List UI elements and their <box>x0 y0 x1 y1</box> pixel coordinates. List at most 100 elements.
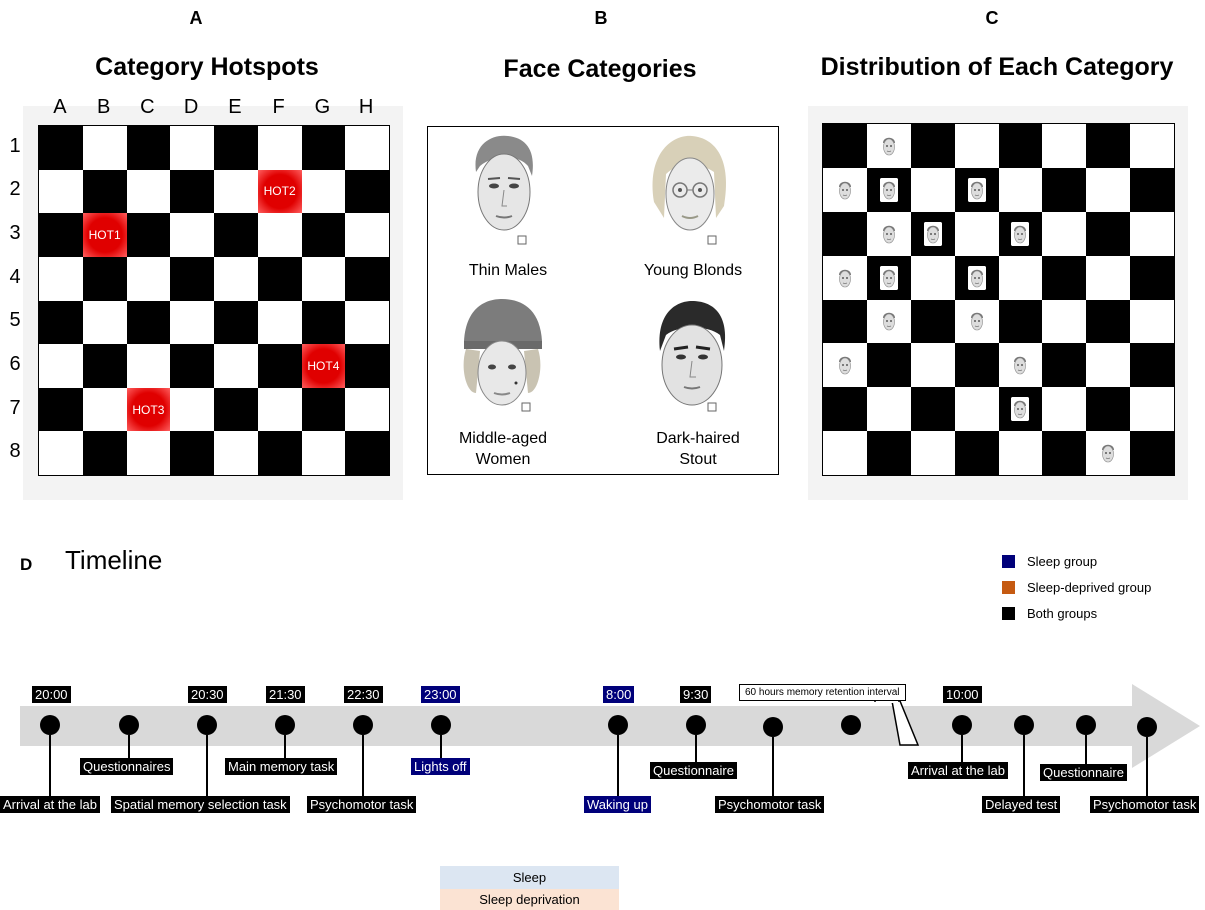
dark-haired-stout-text: Dark-haired Stout <box>656 430 740 468</box>
row-label-6: 6 <box>9 352 21 375</box>
face-thumbnail-icon <box>879 265 898 290</box>
time-label-2000: 20:00 <box>32 686 71 703</box>
hotspot-board-cell <box>345 256 389 301</box>
distribution-board-cell <box>1130 124 1174 168</box>
distribution-board-cell <box>866 255 911 300</box>
stem-lights-off <box>440 735 442 760</box>
hotspot-board-cell: HOT4 <box>301 344 346 388</box>
hotspot-board-cell <box>257 300 302 345</box>
legend-swatch-both <box>1002 607 1015 620</box>
panel-a-title: Category Hotspots <box>95 53 319 81</box>
hotspot-board-cell <box>39 169 83 214</box>
time-label-1000: 10:00 <box>943 686 982 703</box>
timeline-dot-8 <box>686 715 706 735</box>
stem-main-memory <box>284 735 286 760</box>
distribution-board-cell <box>954 167 999 212</box>
distribution-board-cell <box>866 124 911 168</box>
event-arrival-at-lab-2: Arrival at the lab <box>908 762 1008 779</box>
face-thumbnail-icon <box>967 265 986 290</box>
hotspot-board-cell <box>170 431 214 475</box>
hotspot-board-cell <box>82 300 127 345</box>
distribution-board-cell <box>1086 167 1131 212</box>
face-thumbnail-icon <box>835 265 854 290</box>
distribution-board-cell <box>1042 211 1087 256</box>
distribution-board-cell <box>1130 343 1174 388</box>
hotspot-board-cell <box>82 431 127 475</box>
middle-aged-women-text: Middle-aged Women <box>458 430 548 468</box>
distribution-board-cell <box>823 431 867 475</box>
hotspot-board-cell <box>39 300 83 345</box>
row-label-2: 2 <box>9 178 21 201</box>
hotspot-board-cell <box>39 213 83 257</box>
stem-psychomotor-1 <box>362 735 364 797</box>
distribution-board-cell <box>823 299 867 344</box>
distribution-board-cell <box>954 387 999 432</box>
hotspot-board-cell <box>126 256 171 301</box>
face-thumbnail-icon <box>879 177 898 202</box>
hotspot-board-cell <box>170 387 214 432</box>
category-label-young-blonds: Young Blonds <box>633 260 753 281</box>
hotspot-board-cell <box>126 300 171 345</box>
event-questionnaire-3: Questionnaire <box>1040 764 1127 781</box>
legend-swatch-sleep-deprived <box>1002 581 1015 594</box>
distribution-board-cell <box>866 167 911 212</box>
distribution-board-cell <box>1130 211 1174 256</box>
hotspot-board-cell <box>170 256 214 301</box>
event-waking-up: Waking up <box>584 796 651 813</box>
event-spatial-memory-selection: Spatial memory selection task <box>111 796 290 813</box>
distribution-board-cell <box>1086 431 1131 475</box>
hotspot-board-cell <box>39 344 83 388</box>
event-delayed-test: Delayed test <box>982 796 1061 813</box>
face-thumbnail-icon <box>879 309 898 334</box>
hotspot-board-cell: HOT1 <box>82 213 127 257</box>
event-psychomotor-task-1: Psychomotor task <box>307 796 417 813</box>
timeline-dot-6 <box>431 715 451 735</box>
row-label-5: 5 <box>9 309 21 332</box>
face-thumbnail-icon <box>967 177 986 202</box>
hotspot-board-cell <box>126 169 171 214</box>
legend-label-sleep-deprived: Sleep-deprived group <box>1027 580 1152 595</box>
distribution-board-cell <box>1042 431 1087 475</box>
distribution-board-cell <box>1130 255 1174 300</box>
sleep-deprivation-condition-bar: Sleep deprivation <box>440 889 619 910</box>
distribution-board-cell <box>1042 124 1087 168</box>
distribution-board-cell <box>823 167 867 212</box>
hotspot-board-cell <box>301 213 346 257</box>
distribution-board-cell <box>1042 299 1087 344</box>
legend-label-both: Both groups <box>1027 606 1098 621</box>
hotspot-board-cell <box>257 344 302 388</box>
hotspot-board-cell <box>301 169 346 214</box>
distribution-board-cell <box>998 255 1043 300</box>
time-label-2230: 22:30 <box>344 686 383 703</box>
hotspot-board-cell <box>170 300 214 345</box>
event-psychomotor-task-2: Psychomotor task <box>715 796 825 813</box>
hotspot-4: HOT4 <box>301 344 346 388</box>
column-label-a: A <box>53 96 67 118</box>
distribution-board-cell <box>1130 299 1174 344</box>
hotspot-board-cell <box>301 300 346 345</box>
hotspot-board-cell <box>82 256 127 301</box>
distribution-board-cell <box>998 431 1043 475</box>
timeline-dot-2 <box>119 715 139 735</box>
distribution-board-cell <box>1042 255 1087 300</box>
thin-males-text: Thin Males <box>468 262 548 279</box>
hotspot-board-cell <box>82 344 127 388</box>
timeline-dot-7 <box>608 715 628 735</box>
hotspot-board-cell <box>82 169 127 214</box>
distribution-board-cell <box>823 387 867 432</box>
face-thumbnail-icon <box>1099 441 1118 466</box>
time-label-2300: 23:00 <box>421 686 460 703</box>
panel-b-title: Face Categories <box>503 55 697 83</box>
timeline-dot-3 <box>197 715 217 735</box>
distribution-board <box>822 123 1175 476</box>
category-label-thin-males: Thin Males <box>448 260 568 281</box>
event-psychomotor-task-3: Psychomotor task <box>1090 796 1200 813</box>
young-blond-face <box>652 135 727 245</box>
face-thumbnail-icon <box>1011 221 1030 246</box>
timeline-dot-4 <box>275 715 295 735</box>
face-categories-box: Thin Males Young Blonds Middle-aged Wome… <box>427 126 779 475</box>
stem-arrival-2 <box>961 735 963 763</box>
column-label-f: F <box>272 96 285 118</box>
distribution-board-cell <box>954 431 999 475</box>
